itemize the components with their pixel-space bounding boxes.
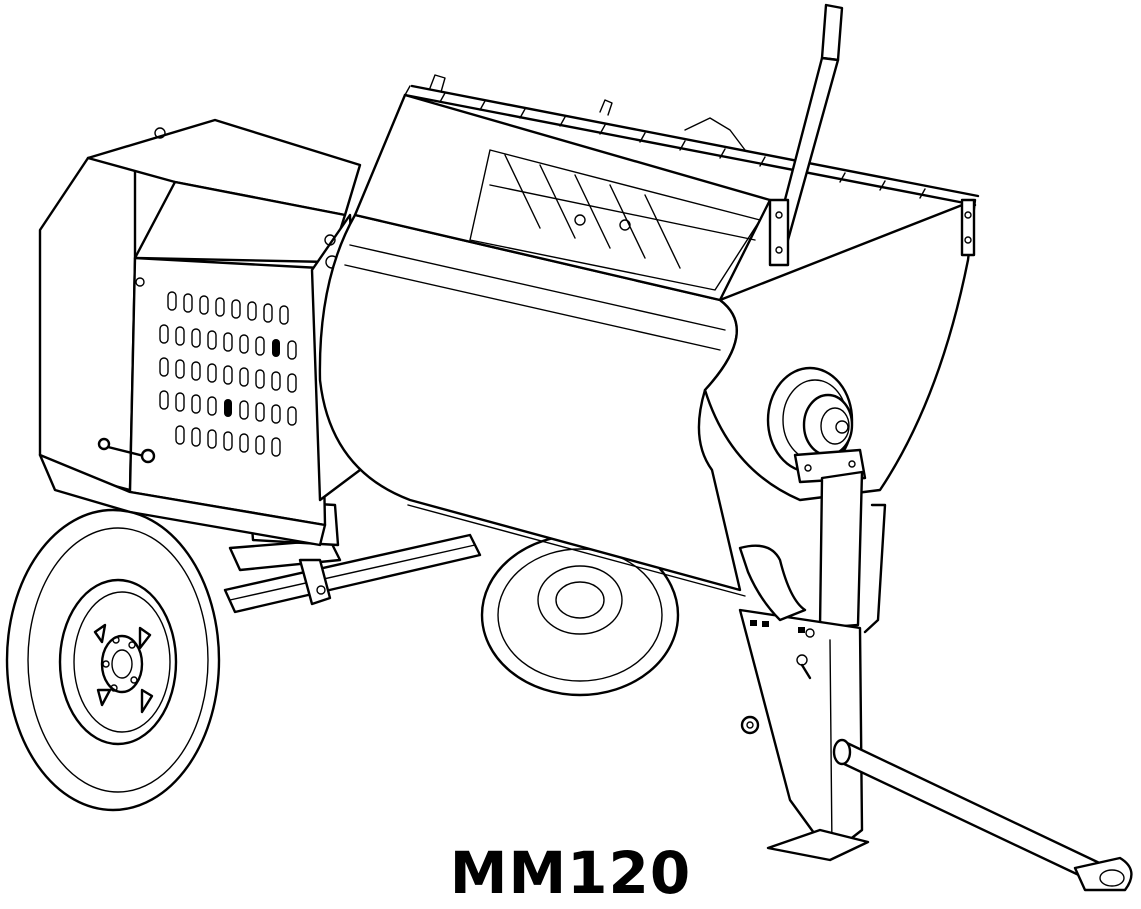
tow-bar [832,738,1133,892]
model-label: MM120 [449,839,692,907]
dump-handle [768,3,844,267]
mixing-drum [310,93,977,597]
engine-housing [38,118,362,547]
vent-slots [159,291,297,457]
front-stand [738,470,887,862]
safety-grate [403,74,980,257]
front-wheel [5,508,221,812]
